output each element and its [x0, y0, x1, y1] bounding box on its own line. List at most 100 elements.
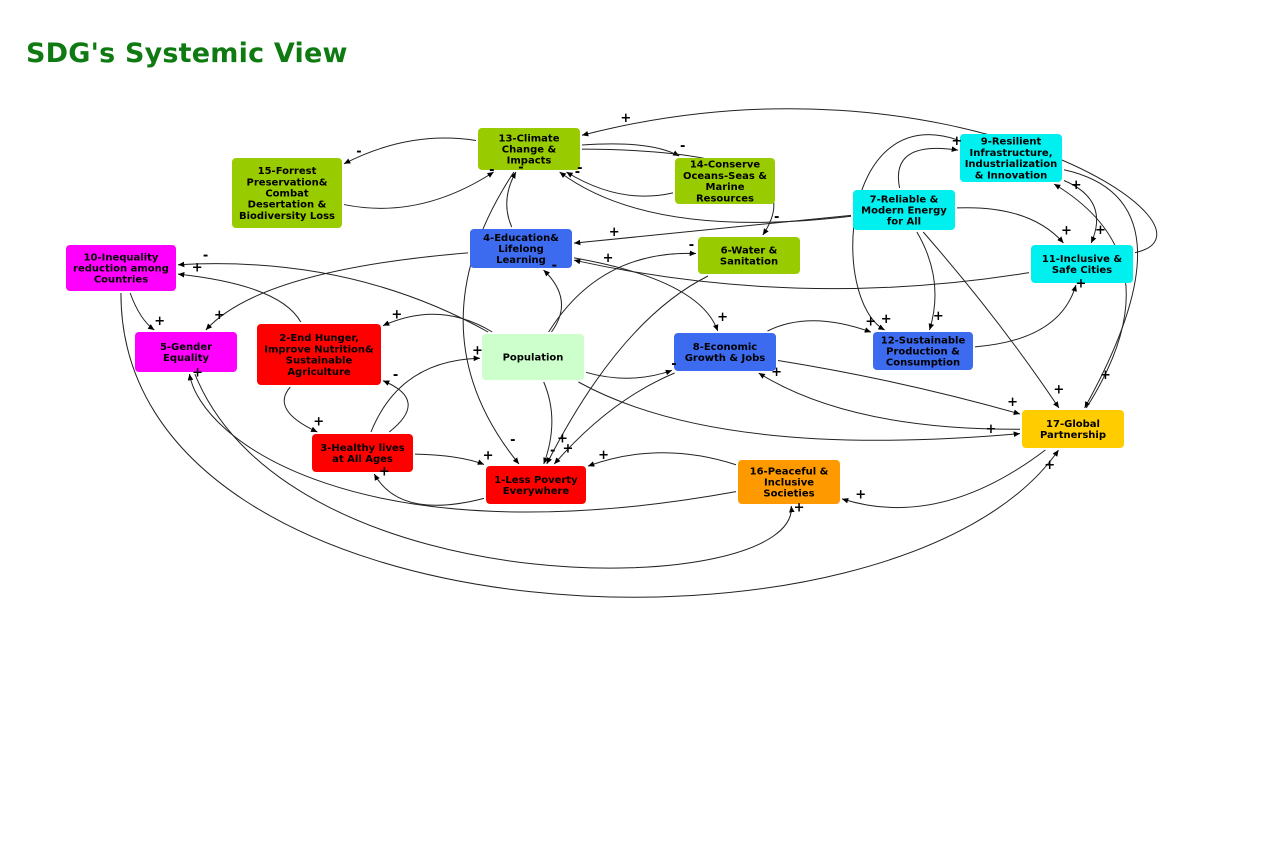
- link-n4-to-n5: [205, 252, 469, 331]
- node-box: [232, 158, 342, 228]
- link-sign-n13-to-n6: -: [774, 210, 779, 225]
- node-label-line: Learning: [496, 255, 546, 266]
- node-label-line: Modern Energy: [861, 206, 947, 217]
- node-label-line: Sustainable: [286, 356, 353, 367]
- link-n6-to-n1: [546, 275, 709, 465]
- node-box: [960, 134, 1062, 182]
- node-label-line: Improve Nutrition&: [264, 344, 374, 355]
- link-n8-to-n1: [553, 372, 675, 465]
- link-sign-pop-to-n4: -: [552, 259, 557, 274]
- link-n16-to-n5: [187, 373, 737, 513]
- node-label-line: Preservation&: [247, 177, 328, 188]
- node-box: [482, 334, 584, 380]
- node-6-water[interactable]: 6-Water &Sanitation: [698, 237, 800, 274]
- node-label-line: Production &: [886, 347, 960, 358]
- node-label-line: Societies: [763, 489, 814, 500]
- link-sign-n17-to-n16: +: [855, 488, 866, 503]
- node-label-line: 1-Less Poverty: [494, 475, 578, 486]
- link-n2-to-n10: [177, 271, 302, 323]
- link-pop-to-n4: [543, 269, 563, 333]
- link-sign-n7-to-n13: -: [575, 165, 580, 180]
- node-label-line: Everywhere: [503, 486, 570, 497]
- link-sign-n2-to-n10: +: [192, 260, 203, 275]
- link-n10-to-n17: [120, 292, 1059, 598]
- node-box: [257, 324, 381, 385]
- link-sign-n10-to-n5: +: [154, 314, 165, 329]
- link-n15-to-n13: [343, 171, 494, 209]
- node-box: [1031, 245, 1133, 283]
- link-sign-n3-to-n2: -: [393, 368, 398, 383]
- link-sign-n8-to-n17: +: [1007, 395, 1018, 410]
- links-layer: [120, 108, 1158, 598]
- node-box: [853, 190, 955, 230]
- link-sign-n7-to-n4: +: [609, 225, 620, 240]
- node-label-line: Combat: [265, 189, 309, 200]
- link-n8-to-n12: [767, 320, 872, 333]
- node-box: [674, 333, 776, 371]
- node-box: [698, 237, 800, 274]
- node-label-line: 17-Global: [1046, 419, 1100, 430]
- node-9-resilient[interactable]: 9-ResilientInfrastructure,Industrializat…: [960, 134, 1062, 182]
- link-pop-to-n6: [548, 250, 697, 333]
- node-label-line: 10-Inequality: [84, 252, 159, 263]
- node-label-line: Change &: [502, 145, 557, 156]
- node-11-inclusive[interactable]: 11-Inclusive &Safe Cities: [1031, 245, 1133, 283]
- node-box: [135, 332, 237, 372]
- node-label-line: 12-Sustainable: [881, 335, 966, 346]
- link-sign-n5-to-n16: +: [794, 500, 805, 515]
- link-n1-to-n3: [373, 473, 485, 506]
- link-sign-n9-to-n17: +: [1100, 368, 1111, 383]
- link-sign-n1-to-n3: +: [379, 465, 390, 480]
- link-sign-n4-to-n5: +: [214, 308, 225, 323]
- link-pop-to-n10: [177, 261, 489, 333]
- link-n4-to-n8: [573, 257, 719, 332]
- link-sign-n2-to-n3: +: [313, 414, 324, 429]
- link-n17-to-n8: [758, 372, 1021, 430]
- node-label-line: 3-Healthy lives: [320, 443, 404, 454]
- link-sign-n13-to-n1: -: [510, 433, 515, 448]
- link-sign-n9-to-n12: +: [881, 312, 892, 327]
- node-label-line: Population: [503, 353, 564, 364]
- node-label-line: Growth & Jobs: [685, 353, 766, 364]
- node-15-forrest[interactable]: 15-ForrestPreservation&CombatDesertation…: [232, 158, 342, 228]
- link-sign-n4-to-n8: +: [717, 310, 728, 325]
- link-sign-n3-to-n1: +: [483, 448, 494, 463]
- link-sign-n14-to-n13: -: [577, 161, 582, 176]
- node-label-line: Safe Cities: [1052, 265, 1112, 276]
- node-2-end-hunger[interactable]: 2-End Hunger,Improve Nutrition&Sustainab…: [257, 324, 381, 385]
- node-box: [873, 332, 973, 370]
- node-label-line: Sanitation: [720, 257, 778, 268]
- link-sign-n17-to-n9: +: [1071, 178, 1082, 193]
- link-n13-to-n15: [343, 137, 477, 165]
- node-label-line: Lifelong: [498, 244, 544, 255]
- link-sign-n13-to-n14: -: [680, 139, 685, 154]
- node-population[interactable]: Population: [482, 334, 584, 380]
- link-n12-to-n11: [974, 284, 1077, 348]
- link-n16-to-n1: [587, 452, 737, 467]
- link-n7-to-n9: [897, 146, 959, 189]
- link-n9-to-n11: [1063, 180, 1098, 244]
- node-label-line: Oceans-Seas &: [683, 171, 767, 182]
- node-box: [675, 158, 775, 204]
- link-sign-pop-to-n6: -: [689, 238, 694, 253]
- node-label-line: 4-Education&: [483, 233, 559, 244]
- node-label-line: Impacts: [507, 156, 552, 167]
- link-sign-pop-to-n17: +: [986, 422, 997, 437]
- link-n8-to-n17: [777, 359, 1021, 415]
- link-sign-n7-to-n11: +: [1061, 223, 1072, 238]
- node-label-line: 9-Resilient: [981, 137, 1042, 148]
- node-label-line: Infrastructure,: [970, 148, 1053, 159]
